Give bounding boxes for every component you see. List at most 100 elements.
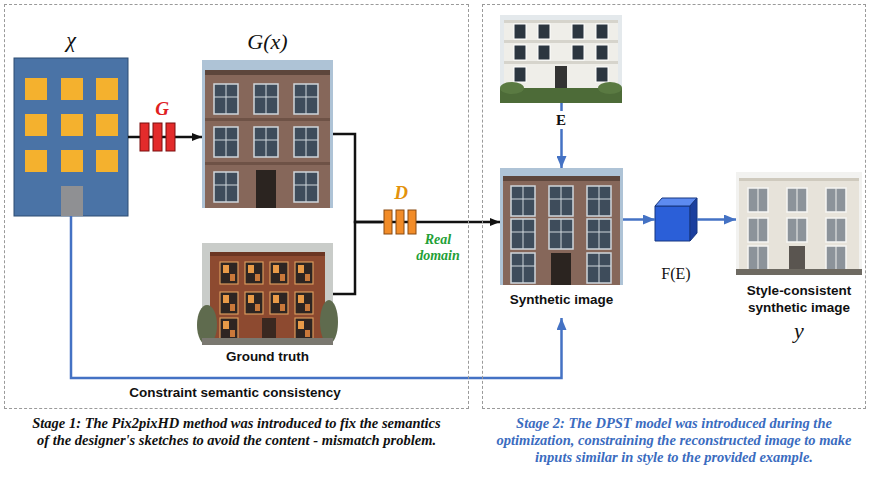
example-photo-part — [596, 45, 608, 60]
ground-truth-photo-part — [320, 300, 338, 344]
example-photo-part — [538, 45, 550, 60]
generated-photo-part — [294, 84, 318, 114]
synthetic-photo-part — [549, 219, 573, 249]
ground-truth-photo — [197, 243, 338, 345]
generated-photo-part — [254, 127, 278, 157]
block-label: G — [138, 98, 186, 120]
sketch-picture-part — [25, 78, 47, 100]
sketch-picture-part — [96, 150, 118, 172]
connector — [128, 136, 138, 139]
sketch-picture-part — [96, 114, 118, 136]
ground-truth-photo-part — [270, 292, 288, 314]
example-photo-part — [514, 24, 526, 39]
connector-group — [71, 103, 736, 378]
generated-photo-part — [214, 84, 238, 114]
generator-block-part — [153, 123, 162, 151]
sketch-picture-part — [61, 186, 83, 216]
sketch-picture-part — [25, 150, 47, 172]
model-cube: F(E) — [655, 198, 697, 241]
style-photo-part — [736, 269, 862, 275]
synthetic-photo-part — [511, 186, 535, 216]
style-photo-part — [787, 188, 807, 212]
edge-label: Constraint semantic consistency — [115, 384, 355, 401]
sketch-picture-part — [61, 114, 83, 136]
ground-truth-photo-part — [295, 318, 313, 340]
style-photo-part — [826, 246, 846, 270]
generated-photo-part — [294, 172, 318, 202]
ground-truth-photo-part — [295, 262, 313, 284]
image-label: Synthetic image — [480, 291, 643, 308]
stage-caption: Stage 1: The Pix2pixHD method was introd… — [29, 415, 444, 449]
example-image: E — [500, 15, 622, 103]
ground-truth-photo-part — [220, 262, 238, 284]
example-photo-part — [504, 20, 618, 90]
ground-truth-photo-part — [210, 252, 325, 345]
ground-truth-photo-part — [210, 252, 325, 256]
synthetic-photo-part — [549, 186, 573, 216]
example-photo-part — [598, 82, 622, 94]
image-label: Style-consistent synthetic image — [732, 282, 866, 316]
sketch-picture-part — [25, 114, 47, 136]
style-photo-part — [748, 188, 768, 212]
ground-truth-photo-part — [202, 338, 333, 345]
model-cube-part — [655, 206, 690, 241]
symbol-label: E — [546, 111, 576, 129]
synthetic-photo-part — [587, 253, 611, 283]
sketch-picture-part — [96, 78, 118, 100]
example-photo-part — [504, 20, 618, 23]
ground-truth-photo-part — [245, 292, 263, 314]
generator-block-part — [166, 123, 175, 151]
stage-caption: Stage 2: The DPST model was introduced d… — [483, 415, 865, 466]
example-photo-part — [504, 61, 618, 64]
generated-photo-part — [205, 70, 330, 75]
ground-truth-photo-part — [245, 262, 263, 284]
ground-truth-photo-part — [202, 243, 333, 345]
style-photo — [736, 172, 862, 275]
synthetic-photo-part — [500, 168, 623, 285]
sketch-picture-part — [14, 58, 128, 216]
edge-label: Real domain — [410, 232, 466, 264]
stage-panel: Stage 2: The DPST model was introduced d… — [483, 5, 865, 408]
synthetic-photo-part — [511, 219, 535, 249]
synthetic-photo-part — [587, 186, 611, 216]
example-photo-part — [538, 24, 550, 39]
symbol-label: G(x) — [202, 29, 333, 55]
style-photo-part — [739, 178, 859, 181]
example-photo-part — [514, 45, 526, 60]
ground-truth-photo-part — [220, 318, 238, 340]
generator-block — [138, 123, 186, 151]
generated-photo-part — [205, 118, 330, 121]
synthetic-image: Synthetic image — [500, 168, 623, 318]
synthetic-photo-part — [551, 253, 571, 285]
sketch-image: χ — [14, 58, 128, 216]
connector — [333, 134, 382, 222]
ground-truth-photo-part — [220, 292, 238, 314]
synthetic-photo-part — [511, 253, 535, 283]
sketch-picture — [14, 58, 128, 216]
style-photo-part — [826, 218, 846, 242]
example-photo-part — [514, 67, 526, 82]
synthetic-photo-part — [503, 176, 620, 285]
connector — [697, 218, 736, 221]
generated-photo-part — [205, 70, 330, 208]
connector — [186, 136, 202, 139]
generated-photo-part — [205, 162, 330, 165]
generated-photo-part — [202, 60, 333, 208]
synthetic-photo-part — [587, 219, 611, 249]
example-photo-part — [572, 45, 584, 60]
example-photo-part — [500, 15, 622, 103]
style-photo-part — [789, 246, 805, 272]
discriminator-block: D — [382, 210, 420, 234]
style-image: Style-consistent synthetic imagey — [736, 172, 862, 275]
style-photo-part — [826, 188, 846, 212]
example-photo — [500, 15, 622, 103]
generated-photo — [202, 60, 333, 208]
discriminator-block-part — [408, 210, 416, 234]
example-photo-part — [596, 67, 608, 82]
generator-block: G — [138, 123, 186, 151]
connector — [71, 216, 562, 378]
sketch-picture-part — [61, 78, 83, 100]
connector — [420, 221, 500, 224]
style-photo-part — [748, 218, 768, 242]
